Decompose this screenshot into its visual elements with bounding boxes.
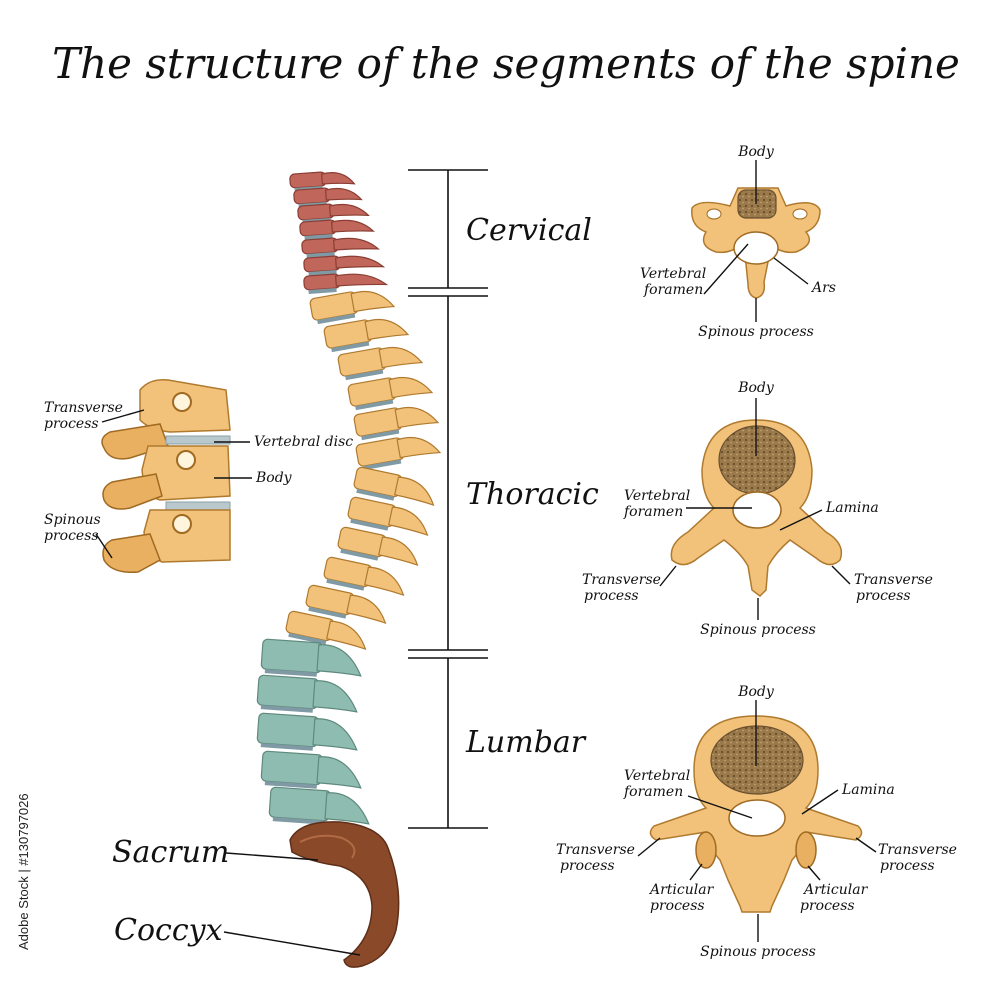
thoracic-vertebra	[355, 436, 442, 471]
segment-label-thoracic: Thoracic	[466, 477, 599, 512]
lumbar-vertebra	[260, 638, 362, 677]
thoracic-label-transverse-left-2: process	[584, 588, 639, 604]
coccyx-leader	[223, 931, 361, 956]
cervical-vertebra	[303, 255, 386, 276]
cervical-label-body: Body	[737, 144, 775, 160]
cervical-vertebra	[297, 203, 370, 224]
cervical-leader-ars	[773, 257, 809, 285]
side-label-disc: Vertebral disc	[254, 434, 353, 450]
cervical-label-foramen-1: Vertebral	[640, 266, 706, 282]
lumbar-label-articular-left-2: process	[650, 898, 705, 914]
lumbar-label-articular-right-2: process	[800, 898, 855, 914]
segment-label-sacrum: Sacrum	[112, 835, 229, 870]
thoracic-label-spinous: Spinous process	[700, 622, 816, 638]
lumbar-label-lamina: Lamina	[841, 782, 895, 798]
thoracic-label-transverse-left-1: Transverse	[582, 572, 661, 588]
side-leader-spinous	[95, 533, 113, 559]
side-label-body: Body	[255, 470, 293, 486]
lumbar-vertebra	[256, 674, 358, 713]
lumbar-label-transverse-left-1: Transverse	[556, 842, 635, 858]
thoracic-vertebra	[285, 610, 367, 650]
thoracic-label-foramen-1: Vertebral	[624, 488, 690, 504]
lumbar-vertebra	[260, 750, 362, 789]
lumbar-label-foramen-2: foramen	[623, 784, 683, 800]
cervical-label-spinous: Spinous process	[698, 324, 814, 340]
side-leader-transverse	[101, 409, 145, 423]
segment-label-coccyx: Coccyx	[114, 913, 223, 948]
cervical-vertebra-top-view	[691, 187, 821, 299]
thoracic-leader-transverse-right	[831, 565, 851, 585]
segment-label-cervical: Cervical	[466, 213, 592, 248]
lumbar-vertebra	[268, 786, 370, 825]
lumbar-label-body: Body	[737, 684, 775, 700]
segment-bracket	[408, 169, 488, 829]
thoracic-label-foramen-2: foramen	[623, 504, 683, 520]
thoracic-vertebra-top-view	[670, 419, 843, 597]
sacrum-shape	[289, 821, 400, 968]
watermark-text: Adobe Stock | #130797026	[16, 793, 31, 950]
lumbar-vertebrae	[256, 638, 370, 825]
thoracic-vertebra	[305, 584, 387, 624]
lumbar-leader-articular-right	[807, 865, 821, 881]
lumbar-label-foramen-1: Vertebral	[624, 768, 690, 784]
lumbar-leader-transverse-left	[637, 837, 661, 857]
cervical-vertebra	[301, 237, 381, 258]
lumbar-label-transverse-left-2: process	[560, 858, 615, 874]
segment-label-lumbar: Lumbar	[465, 725, 587, 760]
page-title: The structure of the segments of the spi…	[52, 39, 960, 88]
lumbar-label-spinous: Spinous process	[700, 944, 816, 960]
lumbar-label-articular-left-1: Articular	[648, 882, 715, 898]
thoracic-vertebra	[347, 376, 434, 411]
cervical-label-foramen-2: foramen	[643, 282, 703, 298]
thoracic-vertebra	[323, 318, 410, 353]
lumbar-label-articular-right-1: Articular	[802, 882, 869, 898]
cervical-vertebrae	[289, 171, 389, 294]
lumbar-label-transverse-right-2: process	[880, 858, 935, 874]
lumbar-leader-lamina	[801, 789, 839, 815]
thoracic-label-transverse-right-2: process	[856, 588, 911, 604]
cervical-vertebra	[303, 273, 389, 294]
thoracic-vertebrae	[285, 290, 442, 650]
cervical-leader-foramen	[703, 243, 749, 295]
thoracic-vertebra	[323, 556, 405, 596]
side-label-transverse-1: Transverse	[44, 400, 123, 416]
thoracic-vertebra	[309, 290, 396, 325]
lumbar-leader-transverse-right	[855, 837, 877, 853]
thoracic-vertebra	[337, 526, 419, 566]
lumbar-vertebra-top-view	[649, 715, 863, 913]
thoracic-vertebra	[353, 406, 440, 441]
thoracic-label-transverse-right-1: Transverse	[854, 572, 933, 588]
side-label-spinous-1: Spinous	[44, 512, 101, 528]
thoracic-leader-lamina	[779, 509, 823, 531]
thoracic-vertebra	[347, 496, 429, 536]
cervical-vertebra	[299, 219, 375, 240]
lumbar-leader-articular-left	[689, 863, 703, 881]
lumbar-leader-foramen	[687, 795, 753, 819]
thoracic-vertebra	[337, 346, 424, 381]
thoracic-label-body: Body	[737, 380, 775, 396]
spine-column	[256, 171, 442, 968]
side-label-spinous-2: process	[44, 528, 99, 544]
sacrum-leader	[225, 852, 319, 861]
side-view-vertebrae	[101, 378, 231, 573]
thoracic-label-lamina: Lamina	[825, 500, 879, 516]
thoracic-leader-transverse-left	[659, 565, 677, 587]
thoracic-vertebra	[353, 466, 435, 506]
lumbar-label-transverse-right-1: Transverse	[878, 842, 957, 858]
lumbar-vertebra	[256, 712, 358, 751]
cervical-label-ars: Ars	[810, 280, 836, 296]
side-label-transverse-2: process	[44, 416, 99, 432]
